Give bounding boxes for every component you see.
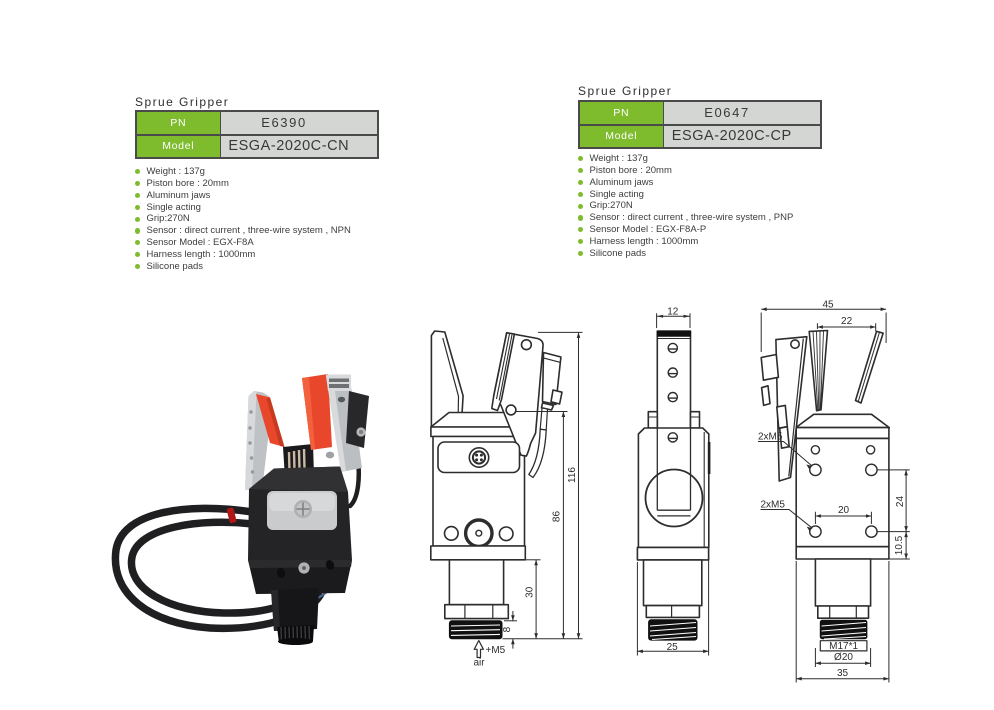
- svg-text:86: 86: [552, 511, 563, 523]
- svg-text:M17*1: M17*1: [829, 641, 858, 652]
- svg-text:Ø20: Ø20: [834, 652, 853, 663]
- svg-text:30: 30: [525, 586, 536, 598]
- svg-text:10.5: 10.5: [894, 535, 905, 555]
- svg-text:45: 45: [823, 300, 835, 311]
- svg-text:air: air: [474, 658, 486, 669]
- svg-text:8: 8: [502, 626, 513, 632]
- svg-text:25: 25: [667, 642, 679, 653]
- svg-text:116: 116: [567, 467, 578, 483]
- svg-text:20: 20: [838, 505, 850, 516]
- svg-text:22: 22: [841, 316, 853, 327]
- svg-text:+M5: +M5: [486, 645, 506, 656]
- svg-text:35: 35: [837, 668, 849, 679]
- svg-text:24: 24: [895, 496, 906, 508]
- svg-text:2xM5: 2xM5: [758, 431, 783, 442]
- svg-text:2xM5: 2xM5: [761, 499, 786, 510]
- svg-text:12: 12: [667, 307, 679, 318]
